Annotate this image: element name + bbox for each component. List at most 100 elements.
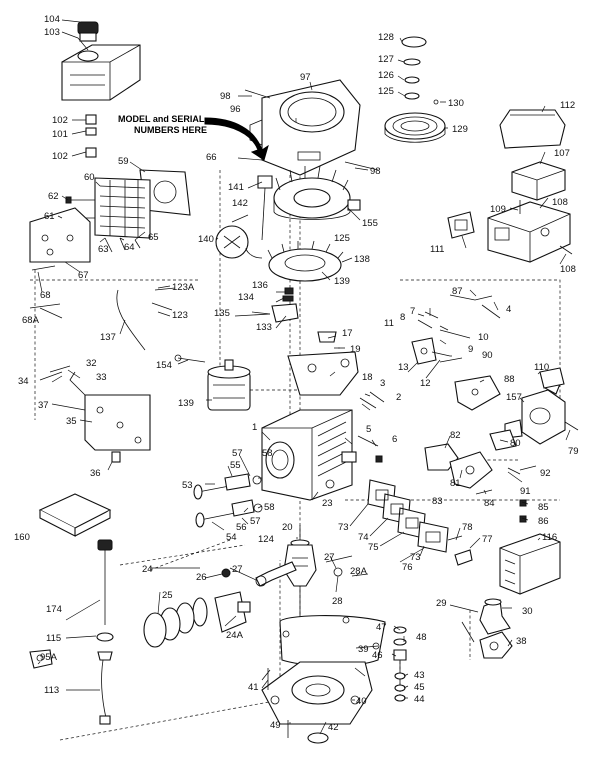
- callout-98: 98: [220, 91, 231, 102]
- callout-111: 111: [430, 244, 444, 255]
- callout-43: 43: [414, 670, 425, 681]
- callout-24a: 24A: [226, 630, 244, 641]
- callout-157: 157: [506, 392, 522, 403]
- governor-lever: [174, 354, 206, 363]
- callout-91: 91: [520, 486, 531, 497]
- breather-cover: [287, 351, 359, 396]
- callout-75: 75: [368, 542, 379, 553]
- starter-motor: [207, 359, 251, 411]
- dipstick-assembly: [29, 539, 114, 725]
- callout-92: 92: [540, 468, 551, 479]
- filter-element: [38, 493, 112, 537]
- housing-screws: [244, 89, 379, 171]
- base-bolts: [267, 668, 329, 744]
- callout-123: 123: [172, 310, 188, 321]
- callout-124: 124: [258, 534, 274, 545]
- callout-110: 110: [534, 362, 549, 373]
- fuel-tank: [61, 44, 141, 101]
- cylinder-head: [94, 177, 151, 239]
- callout-54: 54: [226, 532, 237, 543]
- small-link-parts: [325, 535, 473, 577]
- callout-77: 77: [482, 534, 493, 545]
- callout-42: 42: [328, 722, 339, 733]
- piston-pin: [221, 568, 231, 578]
- cylinder-head-assembly: [29, 169, 191, 309]
- cylinder-head-cover: [29, 207, 91, 263]
- callout-25: 25: [162, 590, 173, 601]
- callout-10: 10: [478, 332, 489, 343]
- callout-95a: 95A: [40, 652, 58, 663]
- callout-63: 63: [98, 244, 109, 255]
- small-screws-left: [39, 365, 71, 381]
- callout-65: 65: [148, 232, 159, 243]
- callout-88: 88: [504, 374, 515, 385]
- callout-13: 13: [398, 362, 409, 373]
- governor-linkage: [411, 294, 501, 365]
- callout-61: 61: [44, 211, 55, 222]
- callout-76: 76: [402, 562, 413, 573]
- callout-79: 79: [568, 446, 579, 457]
- callout-58-lower: 58: [264, 502, 275, 513]
- callout-116: 116: [542, 532, 557, 543]
- fuel-fitting-parts: [85, 114, 97, 158]
- callout-129: 129: [452, 124, 468, 135]
- sump-gasket: [279, 615, 386, 667]
- callout-140: 140: [198, 234, 214, 245]
- callout-68a: 68A: [22, 315, 40, 326]
- callout-leaders: [37, 19, 571, 735]
- callout-139-starter: 139: [178, 398, 194, 409]
- callout-125: 125: [334, 233, 350, 244]
- model-serial-note: MODEL and SERIAL NUMBERS HERE: [118, 114, 269, 161]
- fuel-line: [116, 289, 146, 351]
- callout-28a: 28A: [350, 566, 368, 577]
- air-cleaner-gasket: [447, 211, 475, 239]
- callout-113: 113: [44, 685, 59, 696]
- callout-29: 29: [436, 598, 447, 609]
- callout-17: 17: [342, 328, 353, 339]
- callout-12: 12: [420, 378, 431, 389]
- callout-73-right: 73: [410, 552, 421, 563]
- callout-127: 127: [378, 54, 394, 65]
- callout-27-right: 27: [324, 552, 335, 563]
- callout-49: 49: [270, 720, 281, 731]
- callout-115: 115: [46, 633, 61, 644]
- callout-102: 102: [52, 115, 68, 126]
- callout-44: 44: [414, 694, 425, 705]
- callout-109: 109: [490, 204, 506, 215]
- fuel-cap: [77, 21, 99, 42]
- air-cleaner-cover: [499, 109, 566, 149]
- air-cleaner-body: [487, 201, 571, 263]
- callout-6: 6: [392, 434, 397, 445]
- starter-nut: [257, 175, 273, 241]
- spark-plug-wire: [215, 225, 249, 259]
- callout-62: 62: [48, 191, 59, 202]
- head-cover-screws: [29, 265, 61, 309]
- callout-174: 174: [46, 604, 62, 615]
- callout-138: 138: [354, 254, 370, 265]
- callout-87: 87: [452, 286, 463, 297]
- callout-90: 90: [482, 350, 493, 361]
- engine-block: [261, 409, 357, 501]
- valve-assembly: [193, 473, 263, 528]
- callout-68: 68: [40, 290, 51, 301]
- callout-154: 154: [156, 360, 172, 371]
- callout-125-stack: 125: [378, 86, 394, 97]
- callout-55: 55: [230, 460, 241, 471]
- callout-101: 101: [52, 129, 68, 140]
- callout-30: 30: [522, 606, 533, 617]
- callout-137: 137: [100, 332, 116, 343]
- callout-84: 84: [484, 498, 495, 509]
- recoil-starter: [384, 36, 446, 143]
- model-arrow-icon: [204, 117, 269, 161]
- callout-103: 103: [44, 27, 60, 38]
- callout-96: 96: [230, 104, 241, 115]
- callout-108-lower: 108: [560, 264, 576, 275]
- callout-59: 59: [118, 156, 129, 167]
- callout-107: 107: [554, 148, 570, 159]
- callout-37: 37: [38, 400, 49, 411]
- callout-8: 8: [400, 312, 405, 323]
- callout-32: 32: [86, 358, 97, 369]
- callout-2: 2: [396, 392, 401, 403]
- piston-and-rings: [143, 591, 251, 648]
- callout-126: 126: [378, 70, 394, 81]
